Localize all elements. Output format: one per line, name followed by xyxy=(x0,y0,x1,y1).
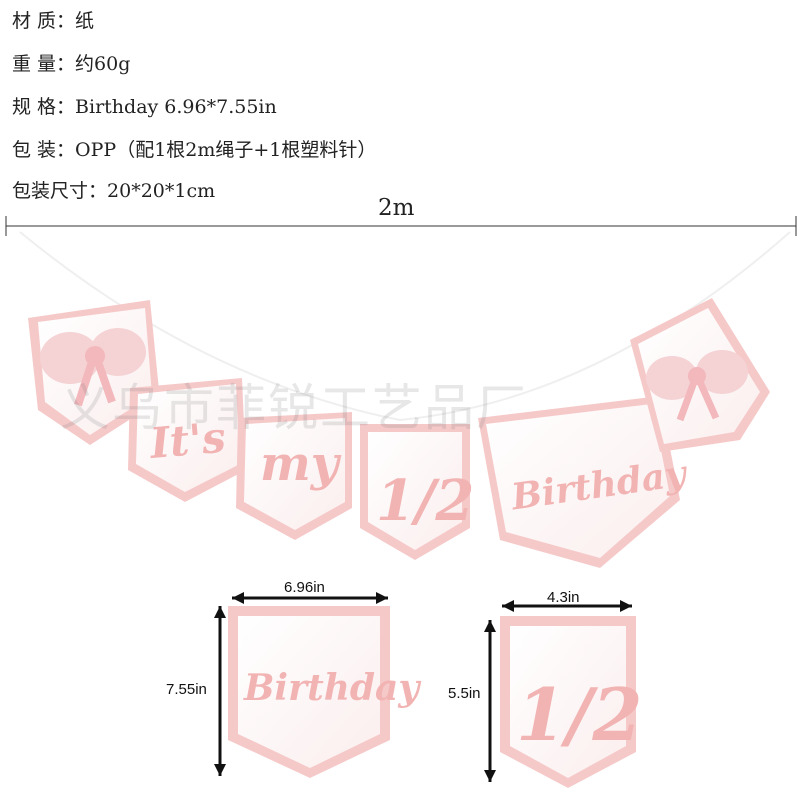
rope-length-label: 2m xyxy=(378,195,415,221)
spec-package-size: 包装尺寸：20*20*1cm xyxy=(12,180,215,202)
flag-its-text: It's xyxy=(147,413,228,468)
detail-small-height: 5.5in xyxy=(448,685,481,702)
detail-large-height: 7.55in xyxy=(166,681,207,698)
spec-size: 规 格：Birthday 6.96*7.55in xyxy=(12,96,277,118)
bow-flag-left xyxy=(28,300,160,445)
flag-its: It's xyxy=(128,378,246,502)
rope-dimension-line xyxy=(5,216,797,236)
spec-label: 重 量： xyxy=(12,53,76,75)
detail-large-text: Birthday xyxy=(243,667,421,709)
spec-value: OPP（配1根2m绳子+1根塑料针） xyxy=(75,139,377,161)
flag-my: my xyxy=(236,412,352,540)
detail-large-width: 6.96in xyxy=(284,579,325,596)
spec-value: 20*20*1cm xyxy=(107,180,216,202)
flag-half-text: 1/2 xyxy=(376,468,474,534)
spec-label: 包装尺寸： xyxy=(12,180,108,202)
spec-label: 包 装： xyxy=(12,139,76,161)
detail-small-text: 1/2 xyxy=(516,672,643,757)
flag-half: 1/2 xyxy=(360,424,474,560)
spec-weight: 重 量：约60g xyxy=(12,53,130,75)
spec-label: 规 格： xyxy=(12,96,76,118)
spec-value: 纸 xyxy=(75,10,95,32)
spec-value: 约60g xyxy=(75,53,131,75)
watermark: 义乌市菲锐工艺品厂 xyxy=(60,379,528,437)
flag-birthday: Birthday xyxy=(478,396,690,568)
flag-my-text: my xyxy=(260,436,342,492)
detail-large-card: Birthday 6.96in 7.55in xyxy=(166,579,421,778)
spec-label: 材 质： xyxy=(12,10,76,32)
detail-small-card: 1/2 4.3in 5.5in xyxy=(448,589,643,788)
spec-material: 材 质：纸 xyxy=(12,10,94,32)
bow-flag-right xyxy=(630,298,770,452)
spec-packaging: 包 装：OPP（配1根2m绳子+1根塑料针） xyxy=(12,139,376,161)
spec-value: Birthday 6.96*7.55in xyxy=(75,96,277,118)
detail-small-width: 4.3in xyxy=(547,589,580,606)
